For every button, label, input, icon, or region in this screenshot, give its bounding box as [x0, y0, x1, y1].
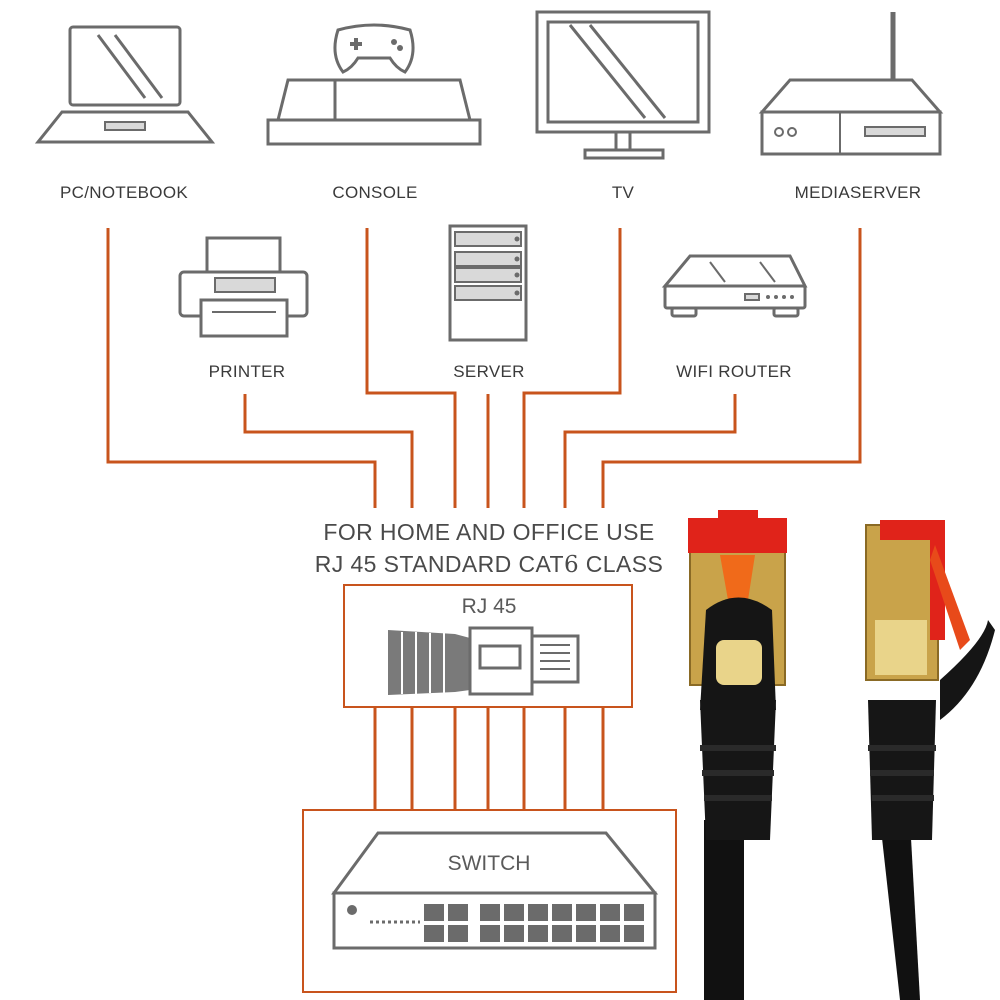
heading-line-2-prefix: RJ 45 STANDARD CAT: [315, 551, 564, 577]
wire-printer: [243, 394, 414, 508]
wifi-router-icon: [661, 254, 808, 318]
device-label-console: CONSOLE: [332, 183, 417, 202]
device-label-wifi-router: WIFI ROUTER: [676, 362, 792, 381]
wire-group-bottom: [373, 707, 605, 810]
media-server-icon: [758, 12, 944, 156]
printer-icon: [178, 236, 309, 338]
device-label-mediaserver: MEDIASERVER: [795, 183, 922, 202]
network-switch-icon: [331, 831, 659, 950]
switch-box: [302, 809, 677, 993]
switch-box-label: SWITCH: [448, 852, 531, 875]
rj45-box-label: RJ 45: [462, 595, 517, 618]
device-label-printer: PRINTER: [209, 362, 286, 381]
device-label-tv: TV: [612, 183, 635, 202]
heading-line-1: FOR HOME AND OFFICE USE: [323, 519, 654, 545]
wire-tv: [522, 228, 622, 508]
cable-connector-front: [688, 510, 787, 1000]
wire-group-top: [106, 228, 862, 508]
heading-line-2-suffix: CLASS: [579, 551, 663, 577]
heading-line-2: RJ 45 STANDARD CAT6 CLASS: [315, 551, 663, 578]
wire-console: [365, 228, 457, 508]
wire-mediaserver: [601, 228, 862, 508]
heading-line-2-digit: 6: [564, 552, 579, 578]
server-icon: [448, 224, 528, 342]
wire-pc: [106, 228, 377, 508]
cable-connector-side: [865, 520, 995, 1000]
rj45-connector-icon: [388, 626, 580, 696]
game-console-icon: [266, 23, 482, 146]
device-label-server: SERVER: [453, 362, 524, 381]
wire-router: [563, 394, 737, 508]
tv-icon: [535, 10, 711, 160]
laptop-icon: [34, 25, 216, 144]
device-label-pc: PC/NOTEBOOK: [60, 183, 188, 202]
